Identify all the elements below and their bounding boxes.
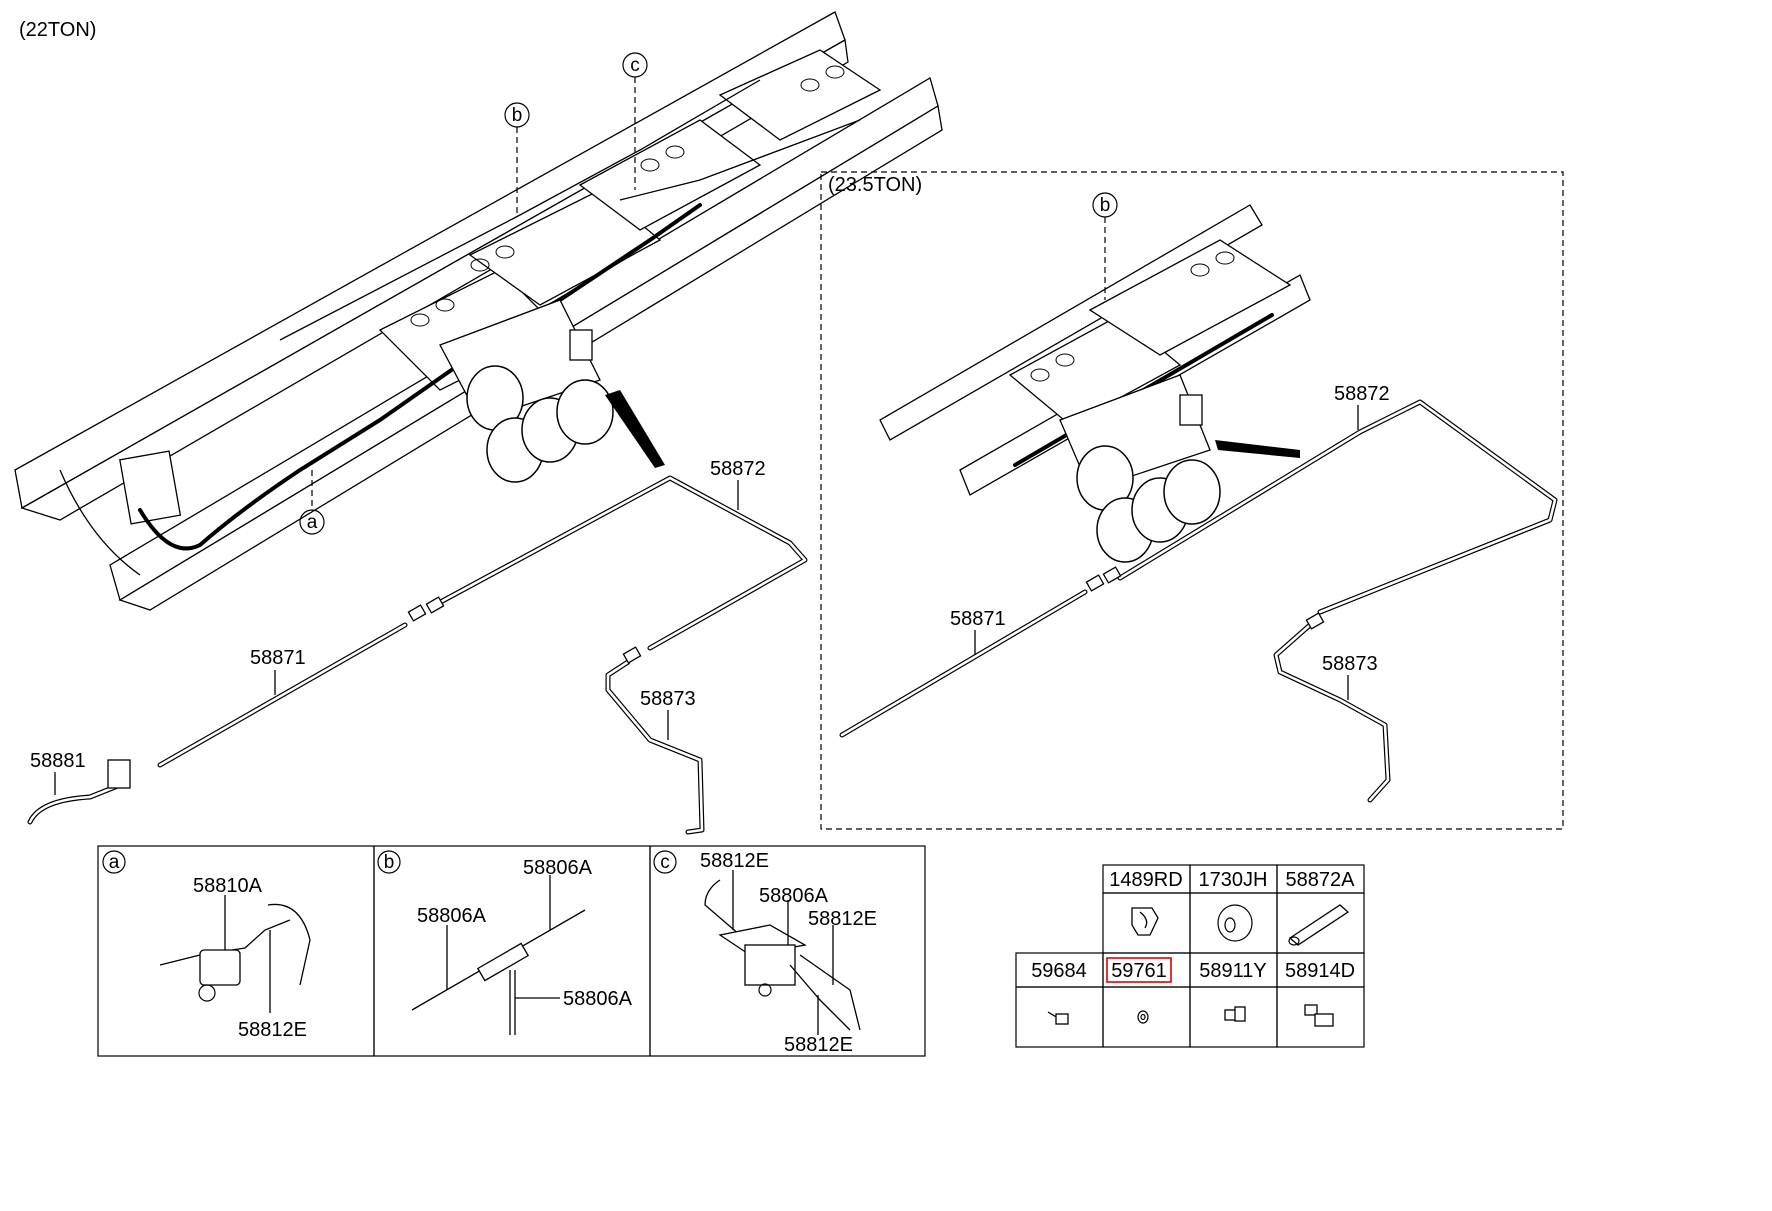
callout-a-left: a	[299, 470, 325, 535]
part-1730jh: 1730JH	[1199, 869, 1268, 891]
parts-table: 1489RD 1730JH 58872A 59684 59761 58911Y …	[1015, 864, 1365, 1048]
label-58806a-b1: 58806A	[417, 905, 487, 927]
part-59761: 59761	[1111, 960, 1167, 982]
nut-icon	[1137, 1010, 1149, 1024]
label-58812e-c2: 58812E	[808, 908, 877, 930]
svg-text:c: c	[660, 852, 670, 873]
variant-box-23-5ton	[820, 171, 1564, 830]
harness-left	[138, 203, 702, 551]
callout-c-left: c	[622, 52, 648, 190]
air-tanks-right	[1059, 374, 1221, 563]
part-1489rd: 1489RD	[1109, 869, 1182, 891]
svg-text:a: a	[307, 512, 318, 533]
air-tanks-left	[439, 299, 614, 483]
svg-text:b: b	[1100, 195, 1111, 216]
detail-box-b: b 58806A 58806A 58806A	[373, 845, 651, 1057]
tube-icon	[1288, 904, 1350, 946]
label-58881: 58881	[30, 750, 86, 772]
pipe-58872-left: 58872	[432, 458, 808, 651]
pipe-58873-left: 58873	[605, 646, 705, 835]
chassis-frame-left	[14, 11, 943, 611]
variant-label-23-5ton: (23.5TON)	[828, 174, 922, 196]
svg-text:b: b	[384, 852, 395, 873]
svg-text:a: a	[109, 852, 120, 873]
connector-icon	[1304, 1004, 1334, 1027]
pipe-58873-right: 58873	[1273, 612, 1391, 803]
detail-pointer-right	[1215, 440, 1300, 458]
variant-label-22ton: (22TON)	[19, 19, 96, 41]
label-58812e-c1: 58812E	[700, 850, 769, 872]
label-58872-left: 58872	[710, 458, 766, 480]
detail-box-c: c 58812E 58806A 58812E 58812E	[649, 845, 926, 1057]
bolt-icon	[1047, 1011, 1069, 1025]
label-58873-right: 58873	[1322, 653, 1378, 675]
label-58806a-c: 58806A	[759, 885, 829, 907]
pipe-58871-right: 58871	[839, 566, 1122, 738]
label-58806a-b3: 58806A	[563, 988, 633, 1010]
part-59684: 59684	[1031, 960, 1087, 982]
label-58871-left: 58871	[250, 647, 306, 669]
callout-b-left: b	[504, 102, 530, 215]
elbow-fitting-icon	[1224, 1006, 1246, 1022]
grommet-icon	[1217, 904, 1253, 942]
label-58871-right: 58871	[950, 608, 1006, 630]
svg-text:b: b	[512, 105, 523, 126]
label-58806a-b2: 58806A	[523, 857, 593, 879]
callout-b-right: b	[1092, 192, 1118, 300]
detail-pointer-left	[605, 390, 665, 468]
label-58810a: 58810A	[193, 875, 263, 897]
part-58911y: 58911Y	[1199, 960, 1266, 982]
part-58914d: 58914D	[1285, 960, 1355, 982]
chassis-frame-right	[879, 204, 1311, 496]
clip-icon	[1131, 907, 1159, 936]
pipe-58871-left: 58871	[157, 596, 445, 768]
svg-text:c: c	[630, 55, 640, 76]
part-58872a: 58872A	[1286, 869, 1356, 891]
label-58873-left: 58873	[640, 688, 696, 710]
label-58812e-c3: 58812E	[784, 1034, 853, 1056]
pipe-58872-right: 58872	[1117, 383, 1558, 615]
label-58812e-a: 58812E	[238, 1019, 307, 1041]
label-58872-right: 58872	[1334, 383, 1390, 405]
highlight-box	[1106, 957, 1172, 983]
detail-box-a: a 58810A 58812E	[97, 845, 375, 1057]
hose-58881: 58881	[27, 750, 131, 825]
